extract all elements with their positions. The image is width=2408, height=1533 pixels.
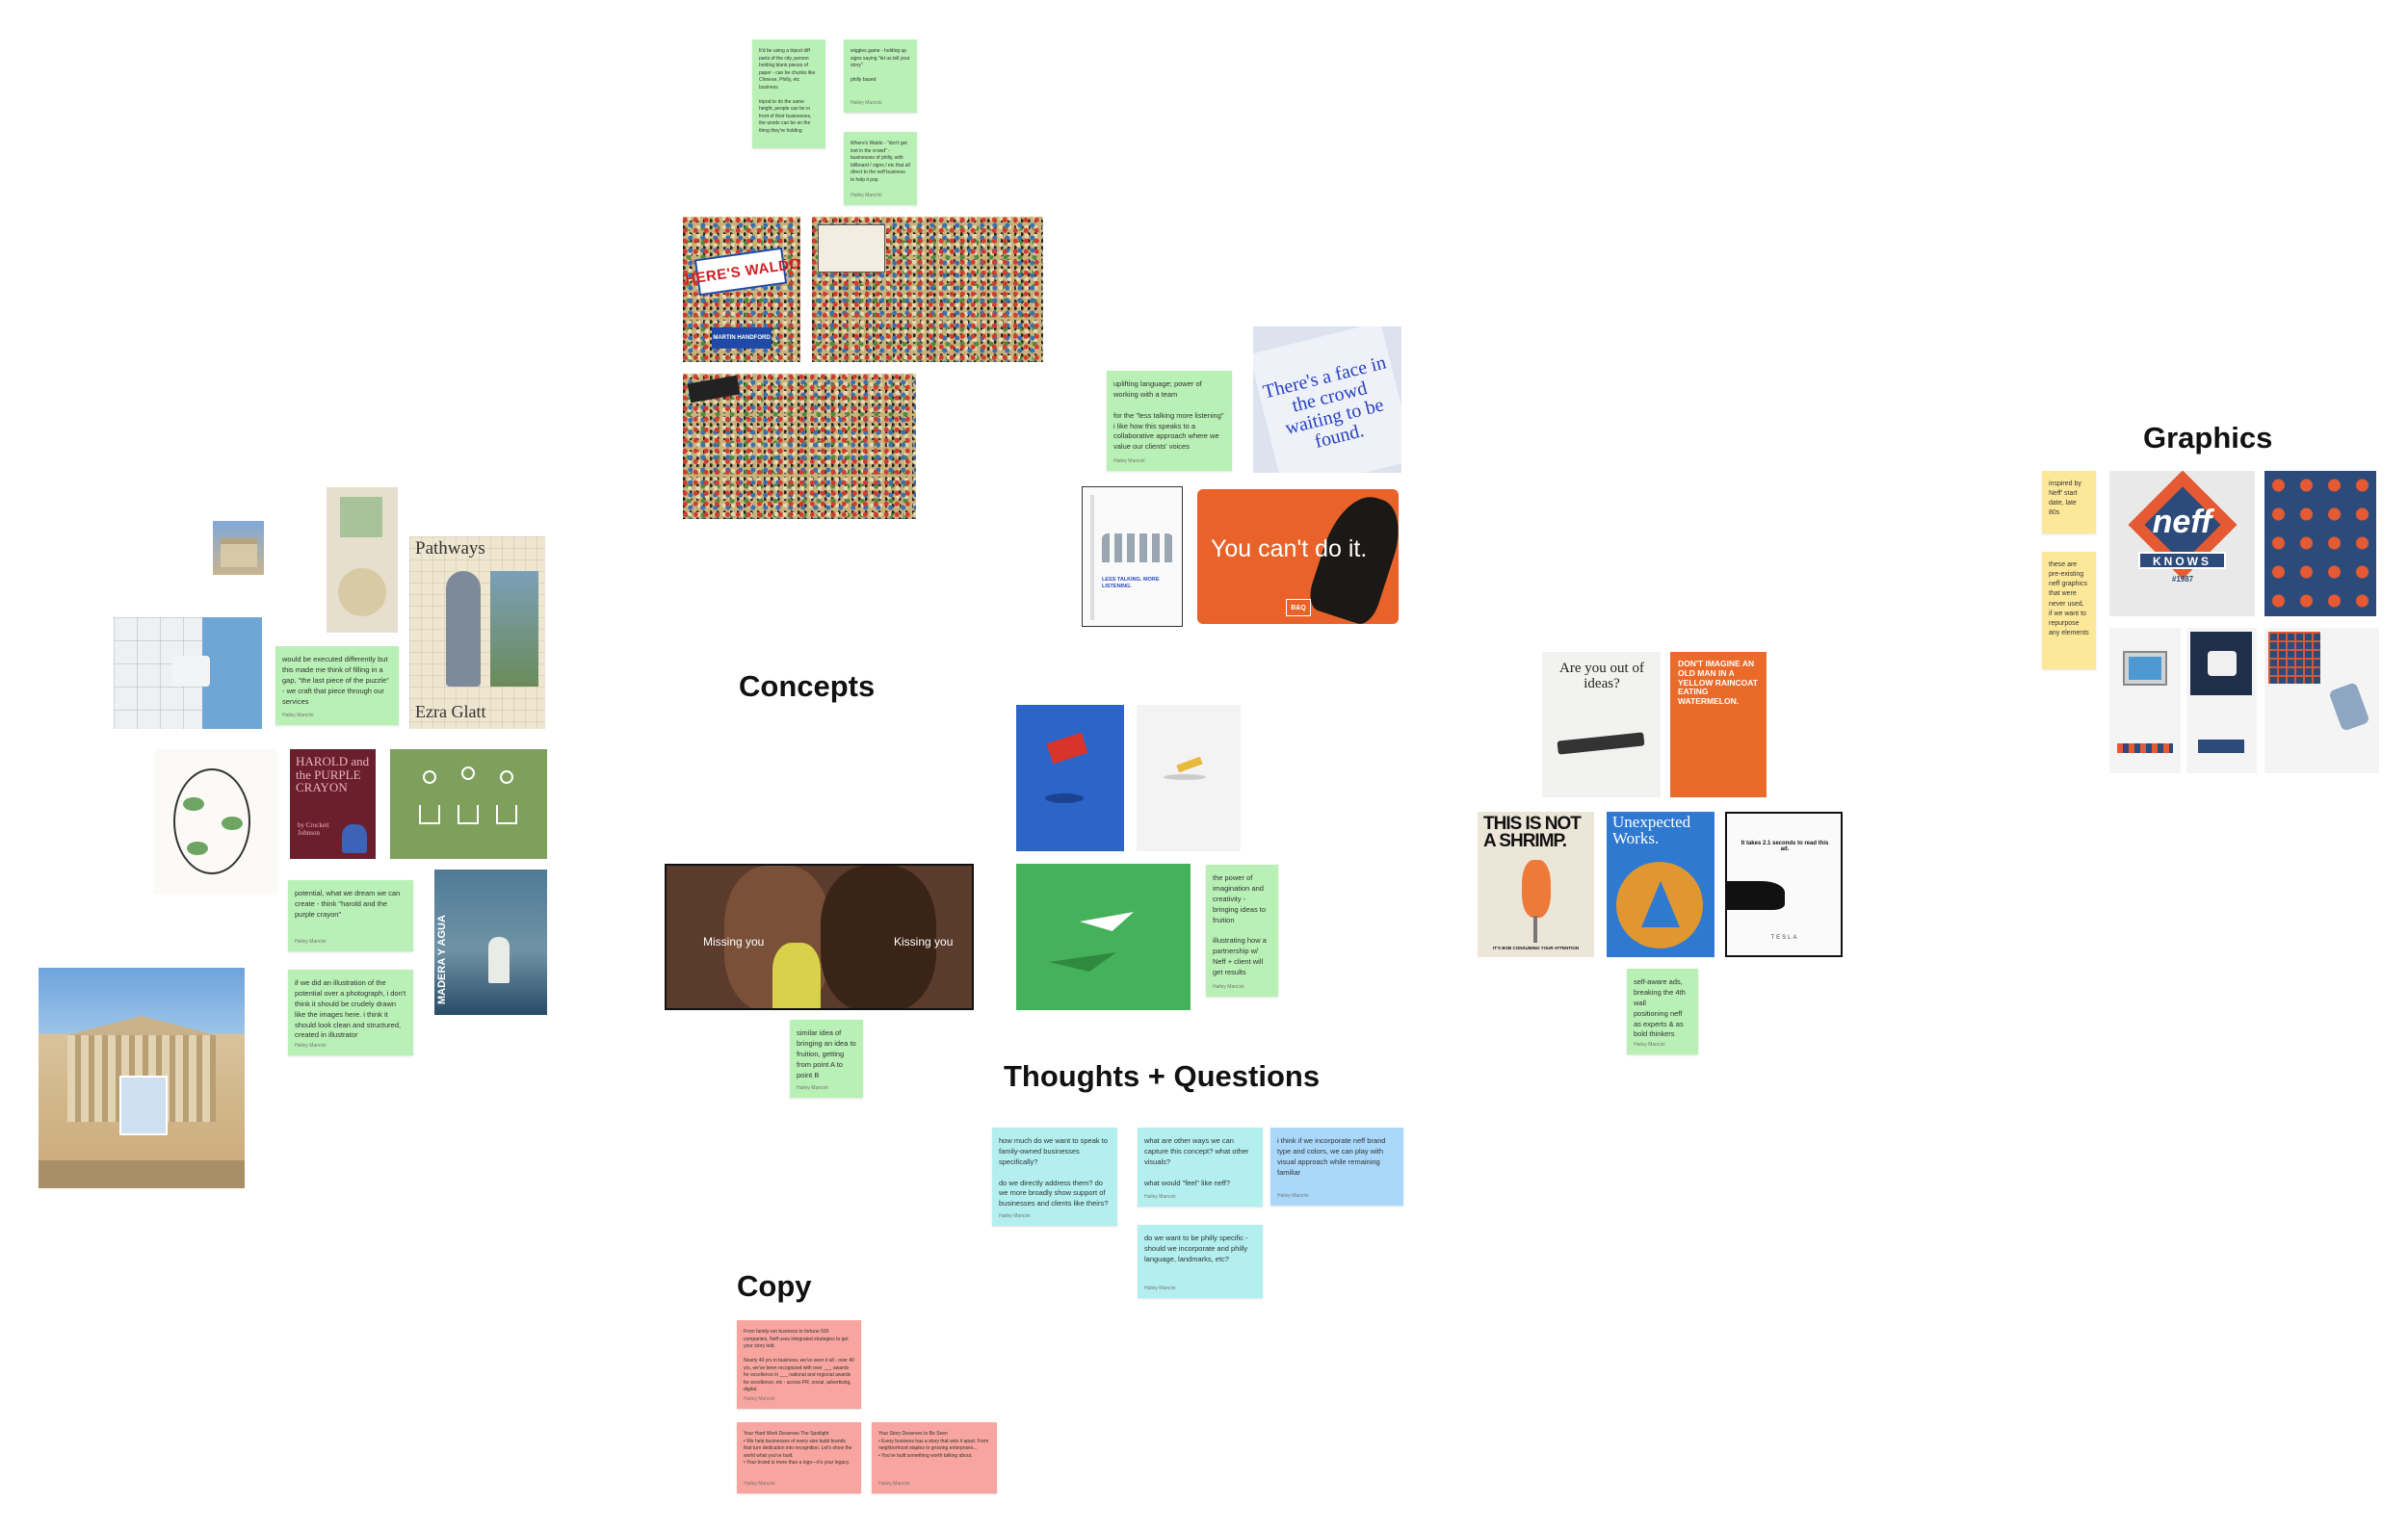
madera-y-agua-poster-image[interactable]: MADERA Y AGUA: [434, 870, 547, 1015]
harold-purple-crayon-cover-image[interactable]: HAROLD and the PURPLE CRAYON by Crockett…: [290, 749, 376, 859]
out-of-ideas-text: Are you out of ideas?: [1559, 661, 1644, 691]
sticky-note[interactable]: It'd be using a tripod diff parts of the…: [752, 39, 825, 148]
tesla-ad-image[interactable]: It takes 2.1 seconds to read this ad. TE…: [1725, 812, 1843, 957]
sticky-note[interactable]: would be executed differently but this m…: [275, 646, 399, 725]
pathways-book-cover-image[interactable]: Pathways Ezra Glatt: [409, 536, 545, 729]
sticky-note[interactable]: self-aware ads, breaking the 4th wall po…: [1627, 969, 1698, 1054]
museum-thumbnail-image[interactable]: [213, 521, 264, 575]
bq-logo: B&Q: [1286, 599, 1311, 616]
pattern-graphic-image[interactable]: [2264, 471, 2376, 616]
sticky-note[interactable]: how much do we want to speak to family-o…: [992, 1128, 1117, 1226]
watermelon-ad-text: DON'T IMAGINE AN OLD MAN IN A YELLOW RAI…: [1678, 659, 1758, 707]
knows-text: KNOWS: [2138, 552, 2226, 569]
pixel-grid-graphic-image[interactable]: [2264, 628, 2325, 773]
sticky-note[interactable]: the power of imagination and creativity …: [1206, 865, 1278, 997]
sticky-note[interactable]: i think if we incorporate neff brand typ…: [1270, 1128, 1403, 1206]
sticky-note[interactable]: if we did an illustration of the potenti…: [288, 970, 413, 1055]
year-badge: #1987: [2171, 575, 2194, 584]
sticky-note[interactable]: Where's Waldo - "don't get lost in the c…: [844, 132, 917, 205]
sticky-note[interactable]: potential, what we dream we can create -…: [288, 880, 413, 951]
wheres-waldo-cover-image[interactable]: WHERE'S WALDO? MARTIN HANDFORD: [683, 217, 800, 362]
face-in-crowd-poster-image[interactable]: There's a face in the crowd waiting to b…: [1253, 326, 1401, 473]
sticky-note[interactable]: do we want to be philly specific - shoul…: [1138, 1225, 1263, 1298]
section-heading-thoughts[interactable]: Thoughts + Questions: [1004, 1059, 1321, 1093]
watermelon-ad-image[interactable]: DON'T IMAGINE AN OLD MAN IN A YELLOW RAI…: [1670, 652, 1767, 797]
not-a-shrimp-text: THIS IS NOT A SHRIMP.: [1483, 814, 1582, 852]
puzzle-piece-image[interactable]: [114, 617, 262, 729]
less-talking-poster-image[interactable]: LESS TALKING. MORE LISTENING.: [1082, 486, 1183, 627]
harold-author: by Crockett Johnson: [298, 821, 329, 837]
section-heading-concepts[interactable]: Concepts: [739, 669, 876, 703]
missing-you-text: Missing you: [703, 935, 765, 948]
lego-plane-shadow-image[interactable]: [1016, 705, 1124, 851]
madera-y-agua-text: MADERA Y AGUA: [436, 915, 448, 1004]
sticky-note[interactable]: uplifting language; power of working wit…: [1107, 371, 1232, 471]
not-a-shrimp-subtext: IT'S BOB CONSUMING YOUR ATTENTION: [1492, 946, 1580, 950]
tesla-ad-headline: It takes 2.1 seconds to read this ad.: [1741, 841, 1829, 852]
leaf-illustration-image[interactable]: [154, 749, 277, 895]
pointing-hand-graphic-image[interactable]: [2325, 628, 2379, 773]
waldo-crowd-image[interactable]: [683, 374, 916, 519]
paper-plane-ad-image[interactable]: [1016, 864, 1191, 1010]
less-talking-text: LESS TALKING. MORE LISTENING.: [1102, 577, 1160, 589]
ezra-glatt-author: Ezra Glatt: [415, 702, 486, 721]
section-heading-graphics[interactable]: Graphics: [2143, 421, 2273, 455]
flower-pots-drawing-image[interactable]: [390, 749, 547, 859]
neff-knows-logo-image[interactable]: neff KNOWS #1987: [2109, 471, 2255, 616]
sticky-note[interactable]: these are pre-existing neff graphics tha…: [2042, 552, 2096, 669]
retro-computer-image[interactable]: [2109, 628, 2181, 773]
sticky-note[interactable]: Your Story Deserves to Be Seen • Every b…: [872, 1422, 997, 1494]
sticky-note[interactable]: Your Hard Work Deserves The Spotlight • …: [737, 1422, 861, 1494]
sticky-note[interactable]: what are other ways we can capture this …: [1138, 1128, 1263, 1207]
kissing-couple-ad-image[interactable]: Missing you Kissing you: [665, 864, 974, 1010]
unexpected-works-pizza-ad-image[interactable]: Unexpected Works.: [1607, 812, 1714, 957]
unexpected-works-text: Unexpected Works.: [1612, 813, 1691, 847]
face-in-crowd-text: There's a face in the crowd waiting to b…: [1261, 351, 1389, 454]
book-cover-image[interactable]: [327, 487, 398, 633]
sticky-note[interactable]: wiggles game - holding up signs saying "…: [844, 39, 917, 113]
waldo-title-text: WHERE'S WALDO?: [683, 253, 800, 290]
out-of-ideas-ad-image[interactable]: Are you out of ideas?: [1542, 652, 1661, 797]
you-cant-do-it-text: You can't do it.: [1211, 535, 1368, 562]
harold-title: HAROLD and the PURPLE CRAYON: [296, 754, 370, 795]
section-heading-copy[interactable]: Copy: [737, 1269, 812, 1303]
not-a-shrimp-ad-image[interactable]: THIS IS NOT A SHRIMP. IT'S BOB CONSUMING…: [1478, 812, 1594, 957]
sticky-note[interactable]: From family-run business to fortune 500 …: [737, 1320, 861, 1409]
waldo-crowd-spread-image[interactable]: [812, 217, 1043, 362]
pencil-plane-ad-image[interactable]: [1137, 705, 1241, 851]
tesla-wordmark: TESLA: [1770, 935, 1799, 941]
museum-steps-photo-image[interactable]: [39, 968, 245, 1188]
sticky-note[interactable]: inspired by Neff' start date, late 80s: [2042, 471, 2096, 533]
neff-wordmark: neff: [2152, 504, 2212, 540]
pathways-title: Pathways: [415, 538, 485, 559]
you-cant-do-it-ad-image[interactable]: You can't do it. B&Q: [1197, 489, 1399, 624]
sticky-note[interactable]: similar idea of bringing an idea to frui…: [790, 1020, 863, 1098]
kissing-you-text: Kissing you: [894, 935, 954, 948]
waldo-author-text: MARTIN HANDFORD: [712, 327, 772, 349]
retro-monitor-image[interactable]: [2186, 628, 2257, 773]
